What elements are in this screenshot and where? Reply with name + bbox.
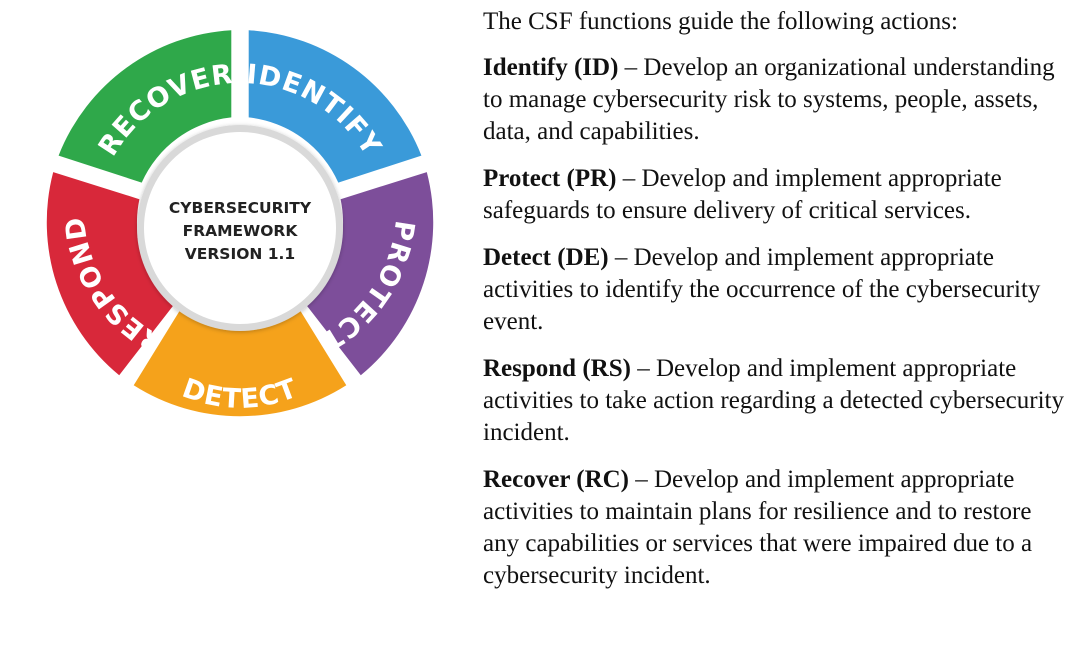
function-name: Protect (PR) [483, 165, 617, 192]
center-title-line-3: VERSION 1.1 [185, 245, 295, 263]
intro-text: The CSF functions guide the following ac… [483, 8, 958, 35]
function-description: – Develop and implement appropriate acti… [483, 355, 1064, 446]
function-description: – Develop and implement appropriate acti… [483, 466, 1033, 589]
segment-recover [58, 30, 232, 183]
function-identify: Identify (ID) – Develop an organizationa… [483, 52, 1073, 148]
center-title-line-2: FRAMEWORK [183, 222, 299, 240]
center-title-line-1: CYBERSECURITY [169, 199, 312, 217]
function-name: Detect (DE) [483, 244, 609, 271]
center-disk [144, 132, 336, 324]
function-description: – Develop and implement appropriate safe… [483, 165, 1002, 224]
function-respond: Respond (RS) – Develop and implement app… [483, 353, 1073, 449]
function-name: Identify (ID) [483, 54, 619, 81]
segment-identify [248, 30, 422, 183]
segment-respond [46, 172, 174, 376]
function-description: – Develop and implement appropriate acti… [483, 244, 1041, 335]
function-name: Recover (RC) [483, 466, 629, 493]
function-detect: Detect (DE) – Develop and implement appr… [483, 242, 1073, 338]
segment-detect [133, 310, 347, 417]
segment-protect [306, 172, 434, 376]
function-protect: Protect (PR) – Develop and implement app… [483, 163, 1073, 227]
csf-wheel-diagram: IDENTIFY PROTECT DETECT RESPOND RECOVER … [38, 26, 442, 430]
function-description: – Develop an organizational understandin… [483, 54, 1055, 145]
function-name: Respond (RS) [483, 355, 631, 382]
function-recover: Recover (RC) – Develop and implement app… [483, 464, 1073, 592]
functions-description-panel: The CSF functions guide the following ac… [483, 6, 1073, 607]
